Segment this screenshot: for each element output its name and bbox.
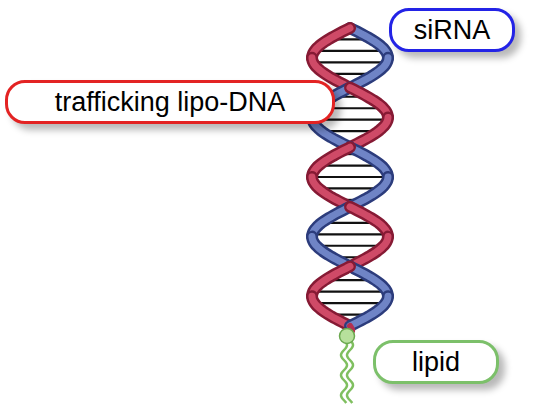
lipid-head xyxy=(340,329,355,344)
lipid-tail xyxy=(347,340,353,403)
base-pair xyxy=(314,50,385,52)
strand-outline xyxy=(350,207,388,237)
helix-strands xyxy=(312,28,388,332)
strand-outline xyxy=(350,28,388,58)
strand-outline xyxy=(312,266,350,296)
base-pair xyxy=(313,61,387,63)
strand-outline xyxy=(312,147,350,177)
strand-outline xyxy=(350,237,388,267)
strand-outline xyxy=(312,177,350,207)
dna-strand xyxy=(350,117,388,147)
label-box: trafficking lipo-DNA xyxy=(5,80,335,124)
strand-outline xyxy=(350,58,388,88)
base-pair xyxy=(313,291,387,293)
dna-strand xyxy=(312,28,350,58)
dna-strand xyxy=(312,147,350,177)
rna-strand xyxy=(350,58,388,88)
dna-strand xyxy=(312,266,350,296)
dna-strand xyxy=(312,177,350,207)
label-text: lipid xyxy=(412,349,460,376)
base-pair xyxy=(312,176,388,178)
dna-strand xyxy=(312,296,350,326)
label-box: siRNA xyxy=(389,8,515,52)
base-pair xyxy=(312,233,387,235)
dna-strand xyxy=(350,237,388,267)
strand-outline xyxy=(312,296,350,326)
rna-strand xyxy=(350,28,388,58)
rna-strand xyxy=(312,207,350,237)
strand-outline xyxy=(350,147,388,177)
rna-strand xyxy=(350,147,388,177)
label-text: siRNA xyxy=(414,17,491,44)
rna-strand xyxy=(350,266,388,296)
strand-outline xyxy=(350,266,388,296)
strand-outline xyxy=(350,117,388,147)
strand-outline xyxy=(312,237,350,267)
strand-outline xyxy=(312,207,350,237)
strand-outline xyxy=(350,296,388,326)
label-box: lipid xyxy=(373,340,499,384)
label-text: trafficking lipo-DNA xyxy=(55,89,286,116)
dna-strand xyxy=(350,88,388,118)
rna-strand xyxy=(350,296,388,326)
lipid-tails xyxy=(340,329,355,404)
strand-outline xyxy=(350,88,388,118)
strand-outline xyxy=(350,177,388,207)
rna-strand xyxy=(312,237,350,267)
dna-strand xyxy=(350,207,388,237)
rna-strand xyxy=(350,177,388,207)
base-pairs xyxy=(312,39,388,314)
base-pair xyxy=(314,302,385,304)
strand-outline xyxy=(312,28,350,58)
